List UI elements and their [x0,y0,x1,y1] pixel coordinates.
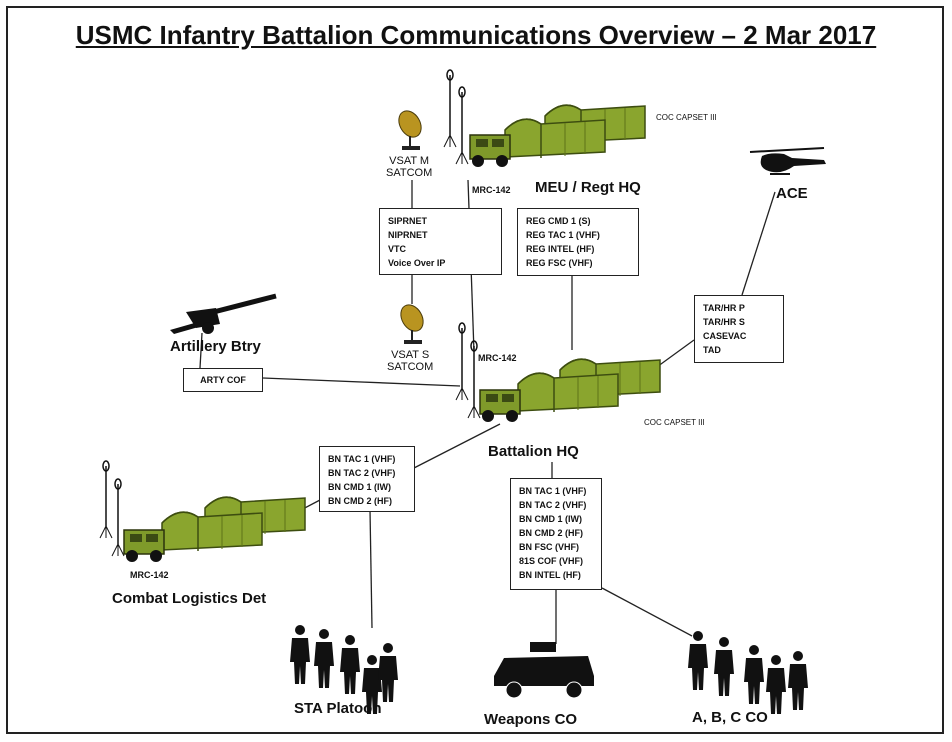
meu-hq-equipment [443,69,646,168]
coc-mid-label: COC CAPSET III [644,418,705,427]
tent-icon [504,118,606,159]
bn-nets-right-box: BN TAC 1 (VHF) BN TAC 2 (VHF) BN CMD 1 (… [510,478,602,590]
weapons-co-label: Weapons CO [484,711,578,728]
combat-logistics-label: Combat Logistics Det [112,590,267,607]
line-arty-bn [262,377,461,387]
network-services-box: SIPRNET NIPRNET VTC Voice Over IP [379,208,502,275]
vehicle-icon [469,134,511,168]
antenna-icon [111,478,125,557]
bn-nets-left-box: BN TAC 1 (VHF) BN TAC 2 (VHF) BN CMD 1 (… [319,446,415,512]
vsat-s-label: VSAT S SATCOM [387,349,434,373]
soldiers-icon [688,631,808,714]
abc-co-label: A, B, C CO [692,709,768,726]
line-artillery-box [199,332,203,369]
antenna-icon [455,322,469,401]
ace-nets-box: TAR/HR P TAR/HR S CASEVAC TAD [694,295,784,363]
satellite-dish-icon [395,299,429,345]
arty-cof-box: ARTY COF [183,368,263,392]
battalion-hq-equipment [455,322,661,423]
meu-hq-label: MEU / Regt HQ [535,179,641,196]
regiment-nets-box: REG CMD 1 (S) REG TAC 1 (VHF) REG INTEL … [517,208,639,276]
humvee-icon [494,642,594,699]
ace-label: ACE [776,185,808,202]
vehicle-icon [123,529,165,563]
tent-icon [161,511,263,552]
line-bnleft-sta [369,509,373,629]
vehicle-icon [479,389,521,423]
diagram-frame [6,6,944,734]
artillery-label: Artillery Btry [170,338,261,355]
line-ace-box [741,191,776,296]
battalion-hq-label: Battalion HQ [488,443,579,460]
coc-top-label: COC CAPSET III [656,113,717,122]
mrc-mid-label: MRC-142 [478,353,517,363]
howitzer-icon [170,293,277,334]
line-bnright-companies [601,587,693,637]
mrc-left-label: MRC-142 [130,570,169,580]
satellite-dish-icon [393,105,427,151]
antenna-icon [443,69,457,148]
line-bnleft-bn [413,423,501,469]
sta-platoon-label: STA Platoon [294,700,382,717]
page-title: USMC Infantry Battalion Communications O… [75,20,877,50]
helicopter-icon [749,147,826,175]
mrc-top-label: MRC-142 [472,185,511,195]
antenna-icon [99,460,113,539]
vsat-m-label: VSAT M SATCOM [386,155,433,179]
tent-icon [517,372,619,413]
antenna-icon [455,86,469,165]
logistics-equipment [99,460,306,563]
